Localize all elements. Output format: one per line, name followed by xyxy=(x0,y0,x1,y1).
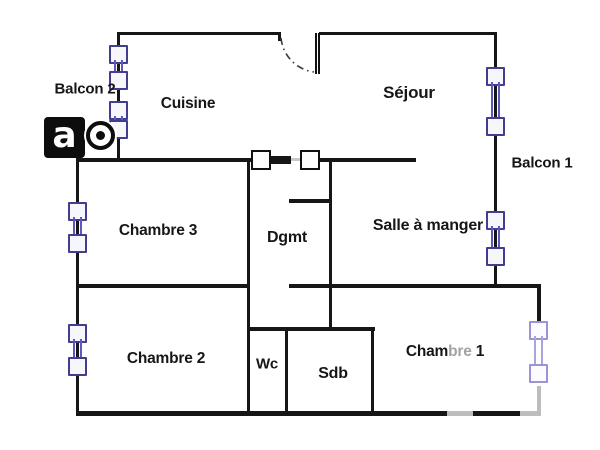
window-glass xyxy=(73,217,82,238)
window-glass xyxy=(491,82,500,121)
wall-segment-wc-sdb-top xyxy=(247,327,375,331)
room-label-cuisine: Cuisine xyxy=(160,95,216,112)
dot-circle-icon xyxy=(86,121,115,150)
window-frame xyxy=(68,324,87,343)
window-frame xyxy=(68,234,87,253)
window-glass xyxy=(534,336,543,368)
window-frame xyxy=(68,202,87,221)
wall-segment-top-right xyxy=(319,32,497,35)
room-label-chambre2: Chambre 2 xyxy=(126,350,206,367)
window-frame xyxy=(109,45,128,64)
wall-segment-stub xyxy=(289,199,331,203)
wall-segment-mid-right xyxy=(318,158,416,162)
wall-segment-wc-sdb-divider xyxy=(285,327,288,415)
wall-segment-mid-left xyxy=(76,158,254,162)
room-label-dgmt: Dgmt xyxy=(266,229,308,246)
room-label-sdb: Sdb xyxy=(318,365,348,382)
door-post xyxy=(251,150,271,170)
room-label-sejour: Séjour xyxy=(383,83,435,102)
window-frame xyxy=(109,71,128,90)
wall-segment-sdb-right xyxy=(371,327,374,415)
window-frame xyxy=(68,357,87,376)
window-glass xyxy=(73,339,82,361)
window-frame xyxy=(529,364,548,383)
room-label-chambre3: Chambre 3 xyxy=(118,222,198,239)
wall-segment-chambre1-right xyxy=(537,284,541,325)
room-label-chambre1-part3: 1 xyxy=(471,343,485,360)
window-icon xyxy=(68,324,87,376)
watermark-smudge xyxy=(447,411,473,416)
room-label-balcon2: Balcon 2 xyxy=(54,80,116,98)
window-frame xyxy=(486,247,505,266)
window-icon xyxy=(109,45,128,90)
window-frame xyxy=(109,101,128,120)
wall-segment-top-left xyxy=(118,32,280,35)
wall-segment-right xyxy=(494,32,497,288)
door-panel xyxy=(269,156,291,164)
wall-segment-divider-left xyxy=(76,284,249,288)
watermark-smudge xyxy=(537,386,541,413)
door-post xyxy=(300,150,320,170)
window-frame xyxy=(529,321,548,340)
brand-logo-a-icon: a xyxy=(44,117,85,158)
entry-door-leaf xyxy=(315,33,320,74)
window-icon xyxy=(529,321,548,383)
wall-segment-bottom xyxy=(76,411,541,416)
room-label-wc: Wc xyxy=(255,355,279,373)
window-icon xyxy=(68,202,87,253)
wall-segment-upper-left xyxy=(117,32,120,161)
room-label-salle-a-manger: Salle à manger xyxy=(372,217,484,234)
wall-segment-divider-right xyxy=(289,284,541,288)
watermark-smudge xyxy=(520,411,541,416)
room-label-chambre1-part1: Cham xyxy=(405,343,449,360)
door-jamb xyxy=(278,32,281,41)
window-icon xyxy=(486,67,505,136)
window-glass xyxy=(114,60,123,75)
room-label-chambre1-part2: bre xyxy=(448,343,472,360)
window-frame xyxy=(486,67,505,86)
window-frame xyxy=(486,211,505,230)
wall-segment-dgmt-right xyxy=(329,158,332,331)
window-glass xyxy=(491,226,500,251)
room-label-chambre1: Chambre 1 xyxy=(405,343,485,361)
window-icon xyxy=(486,211,505,266)
room-label-balcon1: Balcon 1 xyxy=(511,154,573,172)
window-frame xyxy=(486,117,505,136)
